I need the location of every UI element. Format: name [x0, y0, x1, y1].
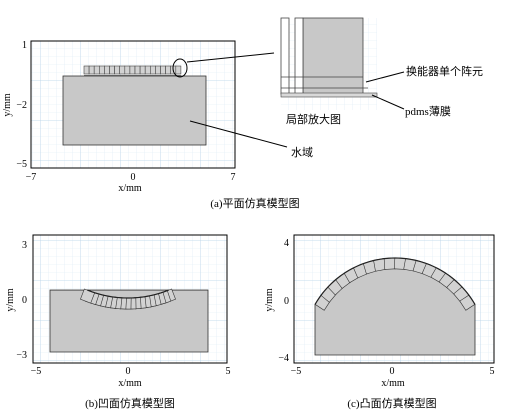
- transducer-element: [144, 65, 151, 75]
- transducer-element: [109, 65, 115, 75]
- zoom-leader-line: [186, 52, 275, 63]
- panel-c-ytick: 0: [284, 296, 289, 307]
- callout-transducer: 换能器单个阵元: [406, 64, 483, 78]
- panel-a-zoom-circle: [172, 58, 188, 78]
- panel-b-xtick: 0: [126, 366, 131, 377]
- panel-b-transducer-array: [80, 288, 176, 310]
- transducer-element: [119, 65, 126, 75]
- pdms-film: [314, 257, 476, 305]
- panel-b-y-ticks: 3 0 −3: [16, 240, 27, 361]
- panel-c-xlabel: x/mm: [381, 378, 405, 389]
- pdms-film: [87, 289, 169, 299]
- panel-b-caption: (b)凹面仿真模型图: [85, 396, 175, 410]
- callout-water: 水域: [291, 146, 313, 159]
- panel-b-ytick: 3: [22, 240, 27, 251]
- panel-c-xtick: 0: [390, 366, 395, 377]
- panel-a-caption: (a)平面仿真模型图: [210, 196, 299, 210]
- transducer-element: [134, 65, 141, 75]
- panel-a-xtick: 7: [231, 172, 236, 183]
- transducer-element: [104, 65, 110, 75]
- panel-c: 4 0 −4 −5 0 5 x/mm y/mm (c)凸面仿真模型图: [264, 234, 495, 410]
- panel-a-xtick: −7: [26, 172, 37, 183]
- panel-c-caption: (c)凸面仿真模型图: [347, 396, 436, 410]
- zoom-pdms-film: [280, 92, 378, 98]
- panel-c-transducer-array: [314, 257, 476, 311]
- panel-b-xlabel: x/mm: [118, 378, 142, 389]
- panel-a-ytick: −5: [16, 159, 27, 170]
- transducer-element: [129, 65, 136, 75]
- panel-b: 3 0 −3 −5 0 5 x/mm y/mm (b)凹面仿真模型图: [5, 234, 231, 410]
- panel-c-xtick: −5: [291, 366, 302, 377]
- panel-a-y-ticks: 1 −2 −5: [16, 40, 27, 170]
- zoom-water: [302, 17, 364, 95]
- panel-b-x-ticks: −5 0 5: [31, 366, 231, 377]
- panel-a-ytick: −2: [16, 100, 27, 111]
- zoom-element-left: [280, 17, 290, 95]
- panel-a-zoom-inset: [280, 17, 378, 110]
- transducer-element: [155, 65, 161, 75]
- panel-c-ytick: 4: [284, 238, 289, 249]
- panel-c-ylabel: y/mm: [264, 288, 275, 312]
- transducer-element: [124, 65, 131, 75]
- panel-b-ylabel: y/mm: [5, 288, 16, 312]
- transducer-element: [165, 65, 172, 75]
- transducer-element: [114, 65, 120, 75]
- panel-a-transducer-array: [83, 65, 182, 76]
- panel-a-ytick: 1: [22, 40, 27, 51]
- callout-pdms: pdms薄膜: [405, 104, 451, 118]
- panel-a-ylabel: y/mm: [2, 93, 13, 117]
- transducer-element: [160, 65, 166, 75]
- panel-c-y-ticks: 4 0 −4: [278, 238, 289, 364]
- panel-c-x-ticks: −5 0 5: [291, 366, 495, 377]
- zoom-element-right: [294, 17, 304, 95]
- panel-b-ytick: −3: [16, 350, 27, 361]
- transducer-element: [150, 65, 156, 75]
- panel-a-xlabel: x/mm: [118, 183, 142, 194]
- panel-a-water-domain: [62, 75, 207, 146]
- panel-a-xtick: 0: [131, 172, 136, 183]
- transducer-element: [88, 65, 95, 75]
- panel-c-xtick: 5: [490, 366, 495, 377]
- callout-zoom: 局部放大图: [286, 112, 341, 126]
- panel-b-xtick: 5: [226, 366, 231, 377]
- transducer-element: [139, 65, 146, 75]
- callout-water-line: [189, 120, 288, 148]
- transducer-element: [93, 65, 100, 75]
- panel-a: 1 −2 −5 −7 0 7 x/mm y/mm 换能器单个阵元 pdms薄膜 …: [2, 17, 483, 210]
- callout-pdms-line: [371, 94, 405, 110]
- callout-transducer-line: [365, 71, 405, 83]
- transducer-element: [175, 65, 182, 75]
- panel-a-x-ticks: −7 0 7: [26, 172, 236, 183]
- panel-b-xtick: −5: [31, 366, 42, 377]
- transducer-element: [99, 65, 105, 75]
- panel-b-ytick: 0: [22, 295, 27, 306]
- transducer-element: [83, 65, 90, 75]
- panel-c-ytick: −4: [278, 353, 289, 364]
